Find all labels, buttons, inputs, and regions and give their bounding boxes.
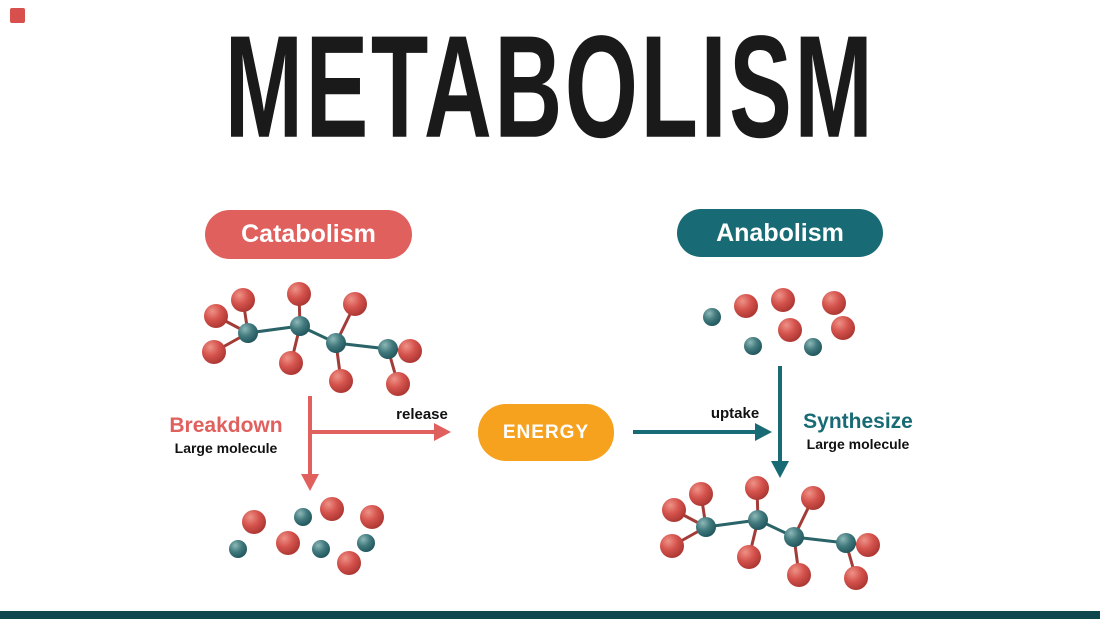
anabolism-small-molecules-icon — [703, 288, 855, 356]
anabolism-large-molecule-icon — [660, 476, 880, 590]
breakdown-label-block: Breakdown Large molecule — [160, 414, 292, 456]
anabolism-badge-label: Anabolism — [716, 218, 844, 247]
synthesize-label: Synthesize — [803, 410, 913, 433]
uptake-label: uptake — [710, 405, 760, 422]
uptake-arrow-icon — [633, 423, 772, 441]
catabolism-badge: Catabolism — [205, 210, 412, 259]
corner-accent-square — [10, 8, 25, 23]
energy-badge: ENERGY — [478, 404, 614, 461]
synthesize-arrow-icon — [771, 366, 789, 478]
release-label: release — [396, 406, 448, 423]
release-arrow-icon — [310, 423, 451, 441]
catabolism-large-molecule-icon — [202, 282, 422, 396]
bottom-accent-bar — [0, 611, 1100, 619]
breakdown-arrow-icon — [301, 396, 319, 491]
synthesize-sublabel: Large molecule — [806, 436, 910, 453]
breakdown-sublabel: Large molecule — [174, 440, 278, 457]
anabolism-badge: Anabolism — [677, 209, 883, 257]
page-title: METABOLISM — [224, 5, 876, 169]
energy-badge-label: ENERGY — [502, 421, 590, 443]
synthesize-label-block: Synthesize Large molecule — [793, 410, 923, 452]
catabolism-small-molecules-icon — [229, 497, 384, 575]
catabolism-badge-label: Catabolism — [241, 220, 376, 248]
breakdown-label: Breakdown — [169, 414, 283, 437]
